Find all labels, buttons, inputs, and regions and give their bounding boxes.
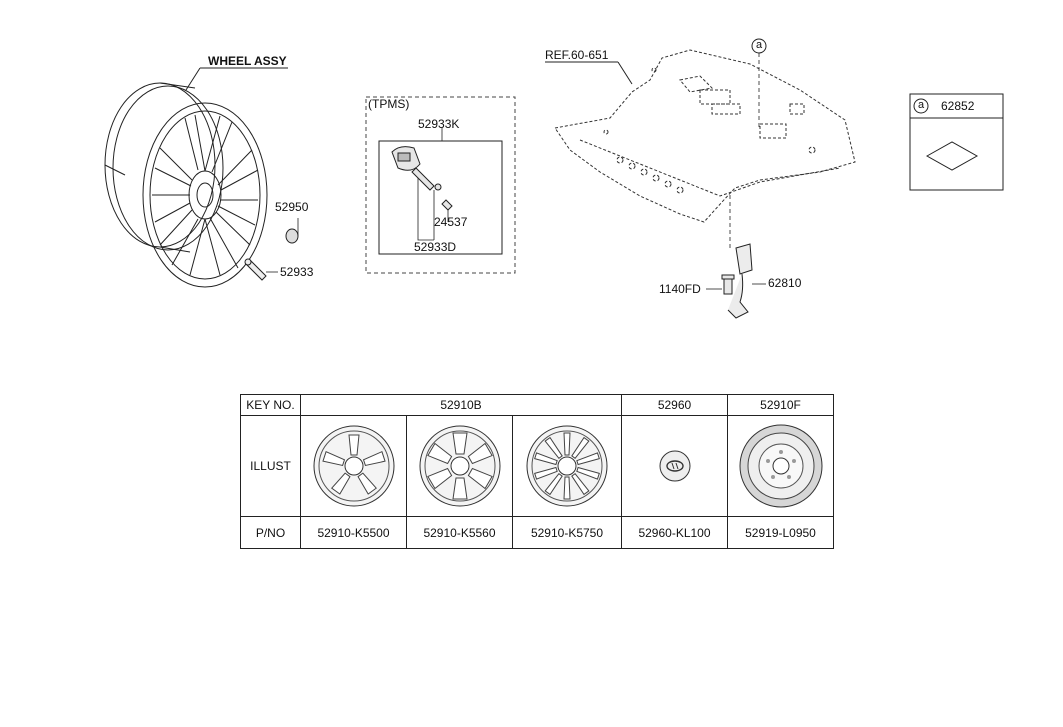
parts-key-table: KEY NO. 52910B 52960 52910F ILLUST xyxy=(240,394,834,549)
key-52910b: 52910B xyxy=(300,394,622,416)
part-52933d-label: 52933D xyxy=(414,240,457,254)
illust-header: ILLUST xyxy=(240,415,301,517)
part-number-cell: 52910-K5560 xyxy=(406,516,513,549)
pno-header: P/NO xyxy=(240,516,301,549)
label-sticker-icon xyxy=(925,141,979,171)
wheel-assembly-icon xyxy=(104,82,268,288)
wheel-cap-icon xyxy=(659,450,690,482)
illust-cell-1 xyxy=(300,415,407,517)
part-number-cell: 52960-KL100 xyxy=(621,516,728,549)
floor-panel-icon xyxy=(554,49,856,223)
callout-a-box: a xyxy=(918,99,925,111)
wheel-assy-label: WHEEL ASSY xyxy=(208,54,287,68)
part-number-cell: 52910-K5750 xyxy=(512,516,622,549)
illust-cell-2 xyxy=(406,415,513,517)
key-52910f: 52910F xyxy=(727,394,834,416)
bolt-icon xyxy=(721,274,735,295)
part-52933-label: 52933 xyxy=(280,265,314,279)
part-62810-label: 62810 xyxy=(768,276,802,290)
part-52933k-label: 52933K xyxy=(418,117,460,131)
alloy-wheel-icon xyxy=(526,425,608,507)
part-number-cell: 52919-L0950 xyxy=(727,516,834,549)
ref-label: REF.60-651 xyxy=(545,48,609,62)
part-52950-label: 52950 xyxy=(275,200,309,214)
key-no-header: KEY NO. xyxy=(240,394,301,416)
part-1140fd-label: 1140FD xyxy=(659,282,701,296)
wheel-nut-icon xyxy=(285,228,299,244)
illust-cell-3 xyxy=(512,415,622,517)
part-number-cell: 52910-K5500 xyxy=(300,516,407,549)
key-52960: 52960 xyxy=(621,394,728,416)
alloy-wheel-icon xyxy=(419,425,500,507)
alloy-wheel-icon xyxy=(313,425,394,507)
part-24537-label: 24537 xyxy=(434,215,468,229)
spare-wheel-icon xyxy=(739,424,822,508)
tpms-sensor-icon xyxy=(391,146,453,211)
illust-cell-5 xyxy=(727,415,834,517)
illust-cell-4 xyxy=(621,415,728,517)
callout-a-panel: a xyxy=(756,39,763,51)
valve-stem-icon xyxy=(244,258,267,281)
tpms-module-icon xyxy=(727,243,753,319)
part-62852-label: 62852 xyxy=(941,99,975,113)
tpms-label: (TPMS) xyxy=(368,97,410,111)
